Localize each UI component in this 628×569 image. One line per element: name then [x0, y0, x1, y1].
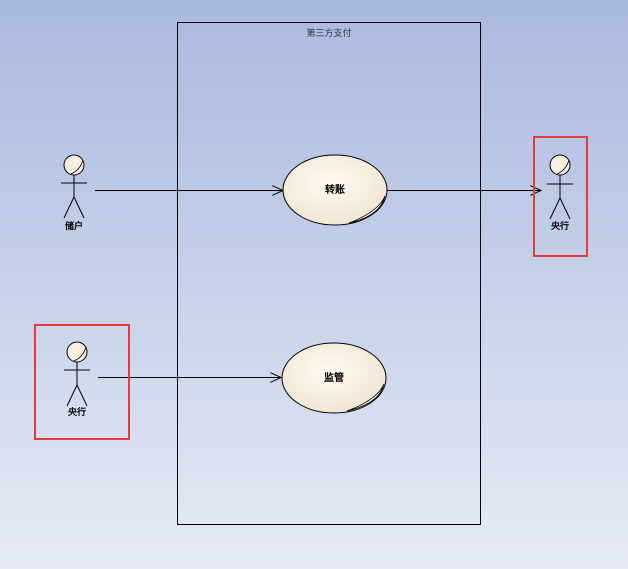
system-boundary-rect: [177, 22, 481, 525]
use-case-supervision-ellipse: [281, 342, 387, 414]
actor-central-bank-left[interactable]: 央行: [34, 324, 130, 440]
use-case-transfer-ellipse: [282, 154, 388, 226]
use-case-transfer-fold-icon: [348, 195, 386, 224]
use-case-supervision-label: 监管: [324, 371, 344, 384]
highlight-box-left: [34, 324, 130, 440]
system-boundary[interactable]: 第三方支付: [177, 22, 481, 525]
actor-central-bank-right-label: 央行: [551, 220, 569, 232]
actor-central-bank-left-label: 央行: [68, 406, 86, 418]
stick-figure-icon: [61, 154, 87, 219]
actor-depositor-label: 储户: [65, 220, 83, 232]
use-case-transfer[interactable]: 转账: [282, 154, 388, 226]
use-case-transfer-label: 转账: [325, 183, 345, 196]
system-boundary-title: 第三方支付: [306, 27, 351, 39]
actor-central-bank-right[interactable]: 央行: [533, 136, 588, 257]
highlight-box-right: [533, 136, 588, 257]
stick-figure-icon: [64, 341, 90, 407]
actor-depositor[interactable]: 储户: [61, 154, 87, 232]
use-case-supervision-fold-icon: [346, 383, 385, 412]
use-case-supervision[interactable]: 监管: [281, 342, 387, 414]
stick-figure-icon: [547, 154, 573, 220]
